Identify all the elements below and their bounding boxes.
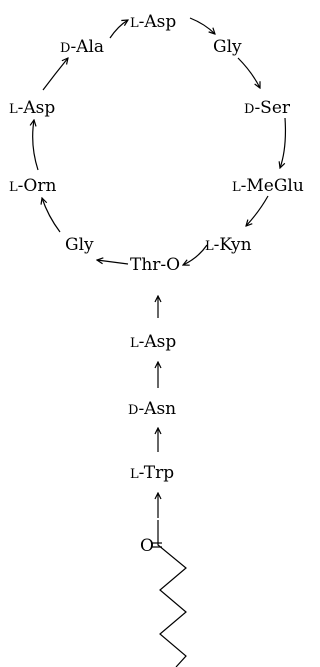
arrow-ala-to-asp [109,20,128,39]
arrow-orn-to-asp [33,120,39,171]
residue-l-asp-tail: L-Asp [130,332,176,352]
residue-gly-right: Gly [213,37,242,57]
residue-l-trp: L-Trp [130,463,174,483]
arrow-asp-to-ala [42,58,68,91]
arrow-gly-to-ser [237,57,260,88]
residue-l-asp-left: L-Asp [9,98,55,118]
residue-l-orn: L-Orn [9,176,56,196]
residue-d-ser: D-Ser [244,98,291,118]
residue-l-meglu: L-MeGlu [232,176,304,196]
arrow-asp-to-gly [189,17,215,34]
residue-thr-o: Thr-O [130,255,180,275]
arrow-thr-to-gly [97,260,129,265]
arrow-kyn-to-thr [183,244,208,265]
residue-d-asn: D-Asn [128,399,176,419]
carbonyl-oxygen-label: O [140,536,154,556]
arrow-gly-to-orn [42,198,61,233]
arrow-ser-to-meglu [280,117,287,168]
residue-gly-left: Gly [65,235,94,255]
fatty-acyl-chain [157,520,187,667]
residue-l-asp-top: L-Asp [130,12,176,32]
residue-l-kyn: L-Kyn [205,235,252,255]
residue-d-ala: D-Ala [60,37,104,57]
arrow-meglu-to-kyn [246,195,269,226]
